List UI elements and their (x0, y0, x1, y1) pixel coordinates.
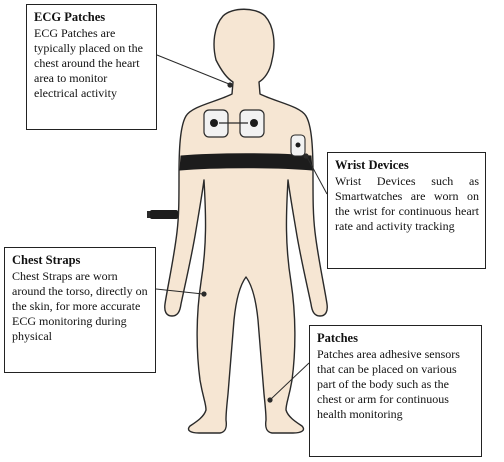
arm-patch-device (290, 134, 306, 157)
callout-chest-title: Chest Straps (12, 253, 81, 267)
callout-wrist-text: Wrist Devices such as Smartwatches are w… (335, 174, 479, 233)
callout-patch-text: Patches area adhesive sensors that can b… (317, 347, 460, 421)
callout-chest-text: Chest Straps are worn around the torso, … (12, 269, 148, 343)
chest-strap-band (179, 153, 313, 171)
leader-lines (155, 54, 328, 403)
callout-patch-title: Patches (317, 331, 358, 345)
callout-wrist-devices: Wrist Devices Wrist Devices such as Smar… (327, 152, 486, 269)
callout-ecg-text: ECG Patches are typically placed on the … (34, 26, 143, 100)
callout-ecg-title: ECG Patches (34, 10, 106, 24)
smartwatch-device (147, 210, 178, 219)
callout-wrist-title: Wrist Devices (335, 158, 409, 172)
callout-chest-straps: Chest Straps Chest Straps are worn aroun… (4, 247, 156, 373)
callout-ecg-patches: ECG Patches ECG Patches are typically pl… (26, 4, 157, 130)
ecg-patch-device (203, 109, 265, 138)
callout-patches: Patches Patches area adhesive sensors th… (309, 325, 482, 457)
